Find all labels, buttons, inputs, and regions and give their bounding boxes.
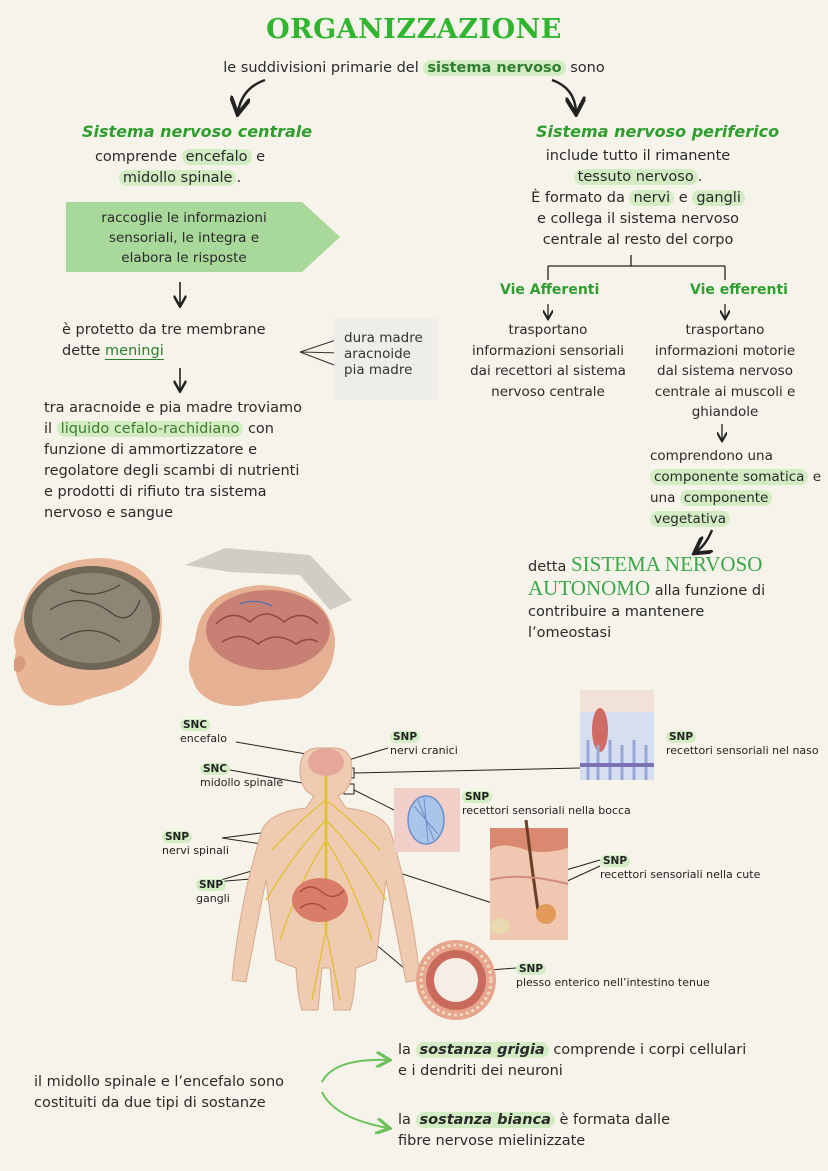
head-brain-image: [185, 548, 352, 706]
snp-description: include tutto il rimanente tessuto nervo…: [500, 146, 776, 251]
label-snc-encefalo: SNC encefalo: [180, 719, 227, 745]
snc-heading: Sistema nervoso centrale: [82, 122, 313, 141]
skin-receptors-image: [489, 819, 569, 940]
efferenti-text: trasportano informazioni motorie dal sis…: [654, 322, 796, 420]
label-snp-nervi-spinali: SNP nervi spinali: [162, 831, 229, 857]
sostanza-bianca-text: la sostanza bianca è formata dalle fibre…: [398, 1112, 670, 1149]
mouth-receptor-image: [394, 788, 460, 852]
componenti-text: comprendono una componente somatica e un…: [650, 448, 822, 527]
liquor-text: tra aracnoide e pia madre troviamo il li…: [44, 400, 303, 521]
label-snp-gangli: SNP gangli: [196, 879, 230, 905]
page-title: ORGANIZZAZIONE: [266, 14, 562, 45]
afferenti-text: trasportano informazioni sensoriali dai …: [470, 322, 626, 400]
sostanze-intro: il midollo spinale e l’encefalo sono cos…: [34, 1074, 285, 1111]
sostanza-grigia-text: la sostanza grigia comprende i corpi cel…: [398, 1042, 747, 1079]
sistema-nervoso-highlight: sistema nervoso: [423, 60, 566, 76]
label-snp-plesso: SNP plesso enterico nell’intestino tenue: [516, 963, 710, 989]
intestine-section-image: [416, 940, 496, 1020]
snc-description: comprende encefalo e midollo spinale.: [94, 149, 266, 186]
autonomo-text: detta SISTEMA NERVOSO AUTONOMO alla funz…: [528, 552, 766, 642]
label-snp-naso: SNP recettori sensoriali nel naso: [666, 731, 819, 757]
head-meninges-image: [13, 558, 162, 706]
membranes-box: dura madre aracnoide pia madre: [334, 318, 438, 400]
vie-efferenti-heading: Vie efferenti: [690, 282, 788, 298]
label-snp-bocca: SNP recettori sensoriali nella bocca: [462, 791, 631, 817]
label-snp-cute: SNP recettori sensoriali nella cute: [600, 855, 761, 881]
vie-afferenti-heading: Vie Afferenti: [500, 282, 600, 298]
process-arrow-box: raccoglie le informazioni sensoriali, le…: [66, 202, 340, 272]
label-snp-nervi-cranici: SNP nervi cranici: [390, 731, 458, 757]
label-snc-midollo: SNC midollo spinale: [200, 763, 284, 789]
intro-line: le suddivisioni primarie del sistema ner…: [223, 60, 605, 76]
meningi-word: meningi: [105, 343, 164, 360]
meningi-text: è protetto da tre membrane dette meningi: [62, 322, 266, 360]
nose-receptors-image: [580, 690, 654, 780]
snp-heading: Sistema nervoso periferico: [536, 122, 780, 141]
